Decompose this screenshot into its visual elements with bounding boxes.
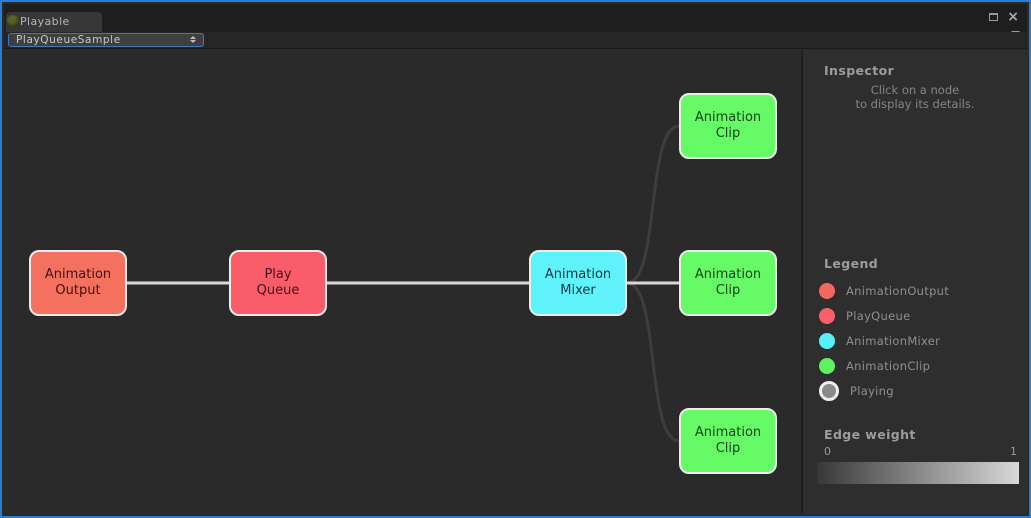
close-icon[interactable]: ×: [1007, 9, 1019, 25]
edge-weight-gradient-bar: [817, 462, 1019, 484]
graph-selector-value: PlayQueueSample: [16, 34, 121, 46]
legend-title: Legend: [824, 256, 879, 271]
animation-clip-dot-icon: [819, 357, 835, 374]
edge-weight-title: Edge weight: [824, 427, 916, 442]
inspector-hint-line1: Click on a node: [870, 83, 960, 97]
edge-weight-scale: 0 1: [817, 445, 1019, 458]
graph-edges: [127, 124, 680, 443]
panel-divider: [801, 50, 803, 514]
edge-weight-min: 0: [824, 445, 831, 458]
play-queue-dot-icon: [819, 307, 835, 324]
node-animation-clip-top[interactable]: Animation Clip: [679, 93, 777, 159]
edge-mixer-clip-top: [626, 124, 680, 285]
title-bar: Playable Graph × ≡: [4, 4, 1027, 48]
legend-item-playing: Playing: [819, 378, 1017, 403]
graph-canvas[interactable]: Animation Output Play Queue Animation Mi…: [4, 50, 801, 514]
animation-mixer-dot-icon: [819, 332, 835, 349]
node-animation-output[interactable]: Animation Output: [29, 250, 127, 316]
edge-weight-max: 1: [1010, 445, 1017, 458]
maximize-icon[interactable]: [989, 13, 999, 21]
dropdown-arrow-icon: [190, 36, 196, 43]
legend-item-animation-output: AnimationOutput: [819, 278, 1017, 303]
toolbar: PlayQueueSample: [4, 32, 1027, 49]
legend-list: AnimationOutput PlayQueue AnimationMixer…: [819, 278, 1017, 403]
tab-playable-graph[interactable]: Playable Graph: [6, 12, 102, 48]
legend-item-animation-mixer: AnimationMixer: [819, 328, 1017, 353]
tab-icon: [7, 15, 19, 27]
node-animation-mixer[interactable]: Animation Mixer: [529, 250, 627, 316]
inspector-hint-line2: to display its details.: [855, 97, 975, 111]
inspector-hint: Click on a node to display its details.: [803, 83, 1027, 111]
graph-selector-dropdown[interactable]: PlayQueueSample: [8, 33, 204, 47]
playing-dot-icon: [819, 380, 839, 401]
edge-mixer-clip-bot: [626, 281, 680, 443]
legend-item-play-queue: PlayQueue: [819, 303, 1017, 328]
animation-output-dot-icon: [819, 282, 835, 299]
node-animation-clip-mid[interactable]: Animation Clip: [679, 250, 777, 316]
inspector-panel: Inspector Click on a node to display its…: [803, 50, 1027, 514]
inspector-title: Inspector: [824, 63, 895, 78]
node-play-queue[interactable]: Play Queue: [229, 250, 327, 316]
legend-item-animation-clip: AnimationClip: [819, 353, 1017, 378]
node-animation-clip-bot[interactable]: Animation Clip: [679, 408, 777, 474]
